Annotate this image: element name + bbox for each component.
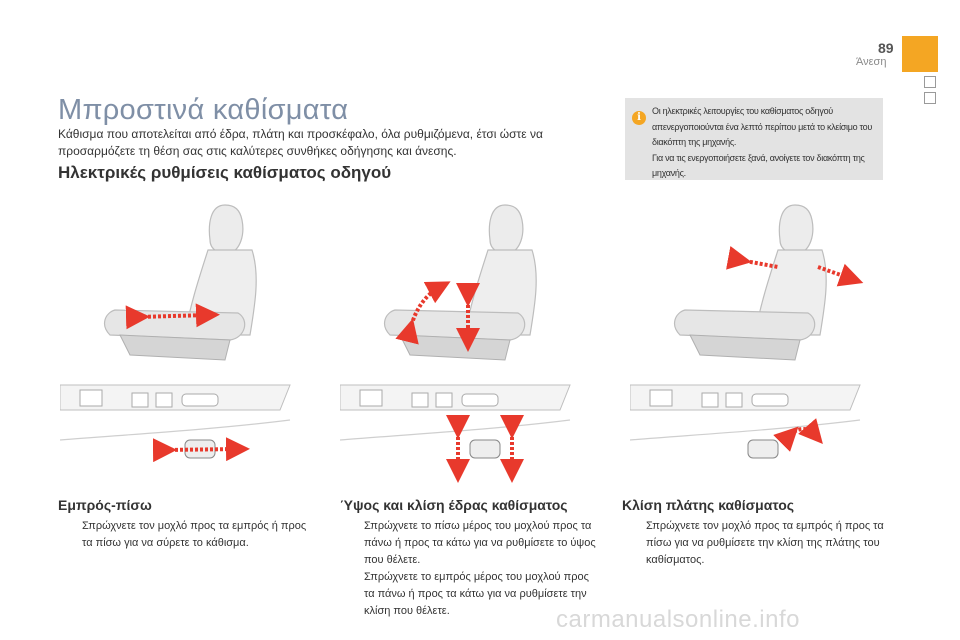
headrest-shape [208,204,244,255]
bullet-text: Σπρώχνετε το πίσω μέρος του μοχλού προς … [364,520,596,566]
info-icon: i [632,111,646,125]
section-tab[interactable] [924,92,936,104]
lever-arrow-icon [152,437,250,463]
section-subtitle: Ηλεκτρικές ρυθμίσεις καθίσματος οδηγού [58,163,392,182]
info-box [625,98,883,180]
intro-paragraph: Κάθισμα που αποτελείται από έδρα, πλάτη … [58,127,543,158]
section-tab-active[interactable] [902,36,938,72]
column-title-height-tilt: Ύψος και κλίση έδρας καθίσματος [340,497,568,513]
bullets-forward-back: Σπρώχνετε τον μοχλό προς τα εμπρός ή προ… [58,518,313,552]
column-title-backrest: Κλίση πλάτης καθίσματος [622,497,795,513]
backrest-lever-arrow-icon [773,418,823,452]
section-tab[interactable] [924,76,936,88]
seat-height-tilt-illustration [340,204,571,483]
section-label: Άνεση [856,56,887,68]
seat-forward-back-illustration [60,204,291,463]
control-panel-shape [60,384,291,411]
watermark: carmanualsonline.info [556,606,800,633]
list-item: Σπρώχνετε τον μοχλό προς τα εμπρός ή προ… [58,518,313,552]
page-number: 89 [878,40,894,56]
seat-backrest-illustration [630,204,864,459]
bullet-text: Σπρώχνετε τον μοχλό προς τα εμπρός ή προ… [82,520,307,549]
back-arrow-icon [726,246,779,270]
list-item: Σπρώχνετε το εμπρός μέρος του μοχλού προ… [340,569,602,620]
bullet-text: Σπρώχνετε το εμπρός μέρος του μοχλού προ… [364,571,589,617]
page-title: Μπροστινά καθίσματα [58,94,349,126]
bullets-backrest: Σπρώχνετε τον μοχλό προς τα εμπρός ή προ… [622,518,884,569]
bullet-text: Σπρώχνετε τον μοχλό προς τα εμπρός ή προ… [646,520,884,566]
info-line: Οι ηλεκτρικές λειτουργίες του καθίσματος… [652,106,873,147]
forward-arrow-icon [817,263,864,287]
info-text: Οι ηλεκτρικές λειτουργίες του καθίσματος… [652,104,880,182]
column-title-forward-back: Εμπρός-πίσω [58,497,152,513]
seat-base-shape [119,334,231,361]
bullets-height-tilt: Σπρώχνετε το πίσω μέρος του μοχλού προς … [340,518,602,620]
list-item: Σπρώχνετε το πίσω μέρος του μοχλού προς … [340,518,602,569]
info-line: Για να τις ενεργοποιήσετε ξανά, ανοίγετε… [652,152,865,179]
list-item: Σπρώχνετε τον μοχλό προς τα εμπρός ή προ… [622,518,884,569]
move-arrow-icon [125,303,220,330]
